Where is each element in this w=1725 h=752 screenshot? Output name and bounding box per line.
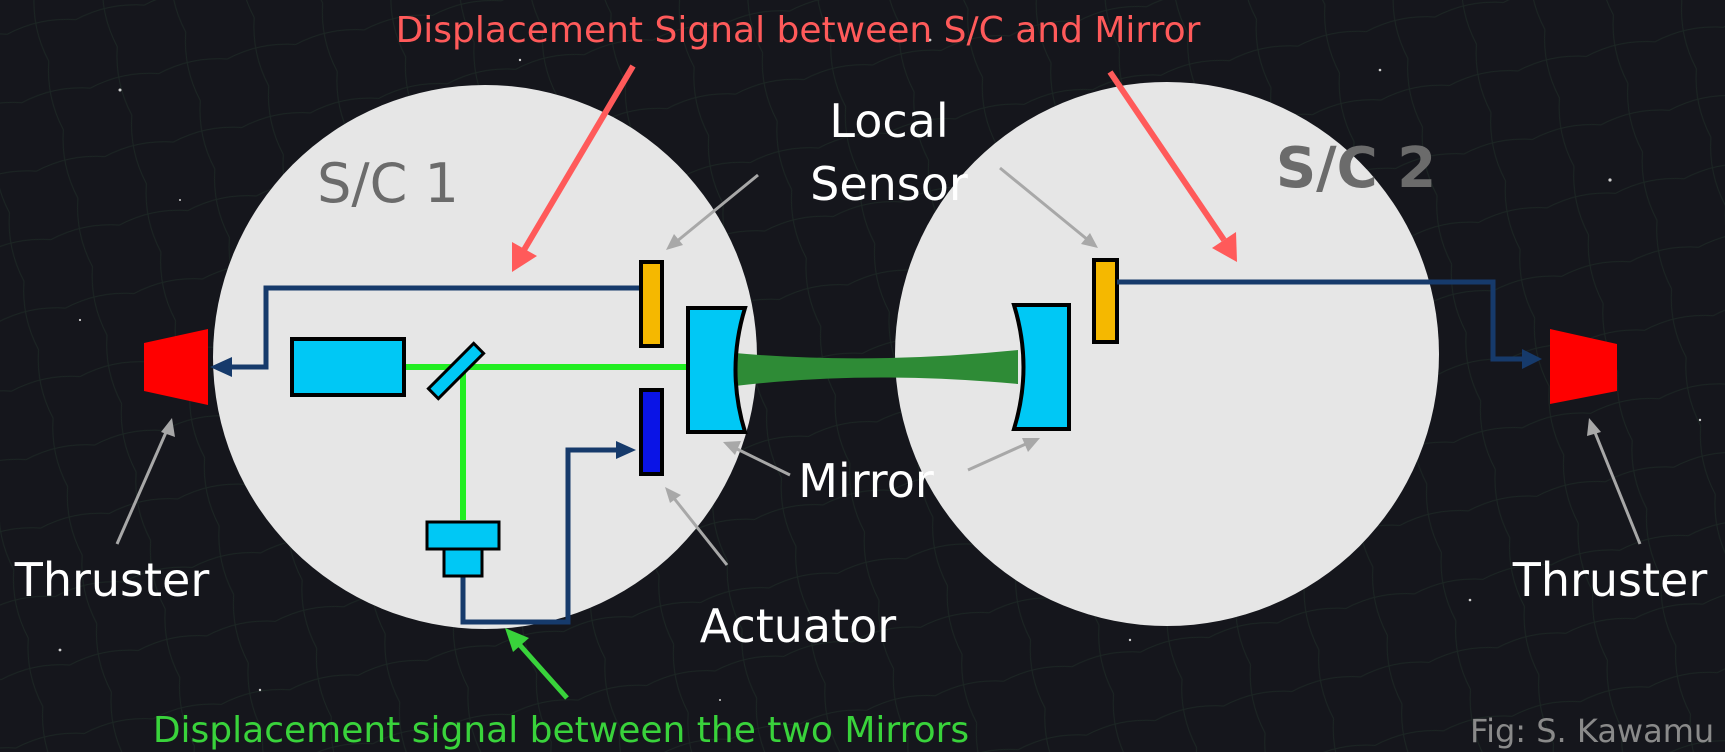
pointer-to-sc1-local-sensor	[666, 173, 759, 250]
local-sensor-label-line1: Local	[829, 94, 948, 148]
spacecraft-2-body	[895, 82, 1439, 626]
laser-source	[290, 337, 406, 397]
figure-credit: Fig: S. Kawamu	[1470, 712, 1714, 750]
sc1-mirror	[686, 306, 748, 434]
thruster-left	[144, 329, 208, 405]
laser-beam-between-mirrors	[735, 350, 1018, 386]
thruster-left-label: Thruster	[14, 553, 210, 607]
sc1-actuator	[639, 388, 664, 476]
sc1-label: S/C 1	[317, 152, 459, 215]
sc1-sensor-signal-arrowhead	[210, 357, 232, 377]
thruster-right	[1550, 329, 1617, 404]
actuator-label: Actuator	[700, 599, 897, 653]
pointer-to-right-thruster	[1587, 418, 1642, 545]
mirror-signal-line	[460, 447, 623, 625]
sc1-sensor-signal-line	[225, 285, 641, 370]
sc2-mirror	[1011, 303, 1071, 431]
pointer-to-left-thruster	[115, 418, 175, 545]
mirrors-signal-label: Displacement signal between the two Mirr…	[153, 710, 969, 751]
mirror-label: Mirror	[798, 454, 934, 508]
sc1-local-sensor	[639, 260, 664, 348]
sc2-sensor-signal-arrowhead	[1522, 349, 1542, 369]
sc2-local-sensor	[1092, 258, 1119, 344]
sc2-label: S/C 2	[1276, 136, 1436, 201]
sc-mirror-signal-label: Displacement Signal between S/C and Mirr…	[396, 10, 1201, 51]
beam-splitter	[426, 341, 486, 401]
red-arrow-to-sc2-signal	[1107, 70, 1237, 262]
thruster-right-label: Thruster	[1512, 553, 1708, 607]
background-stars	[58, 28, 1702, 701]
pointer-to-sc1-actuator	[665, 487, 729, 566]
pointer-to-sc1-mirror	[723, 441, 791, 477]
local-sensor-label-line2: Sensor	[810, 157, 968, 211]
green-arrow-to-mirror-signal	[505, 628, 569, 700]
gray-pointers	[115, 166, 1642, 566]
red-arrow-to-sc1-signal	[512, 64, 636, 272]
sc2-sensor-signal-line	[1117, 279, 1525, 362]
spacecraft-1-body	[213, 85, 757, 629]
mirror-signal-arrowhead	[616, 441, 636, 459]
pointer-to-sc2-mirror	[967, 438, 1040, 472]
photodetector	[425, 520, 501, 578]
pointer-to-sc2-local-sensor	[999, 166, 1098, 248]
